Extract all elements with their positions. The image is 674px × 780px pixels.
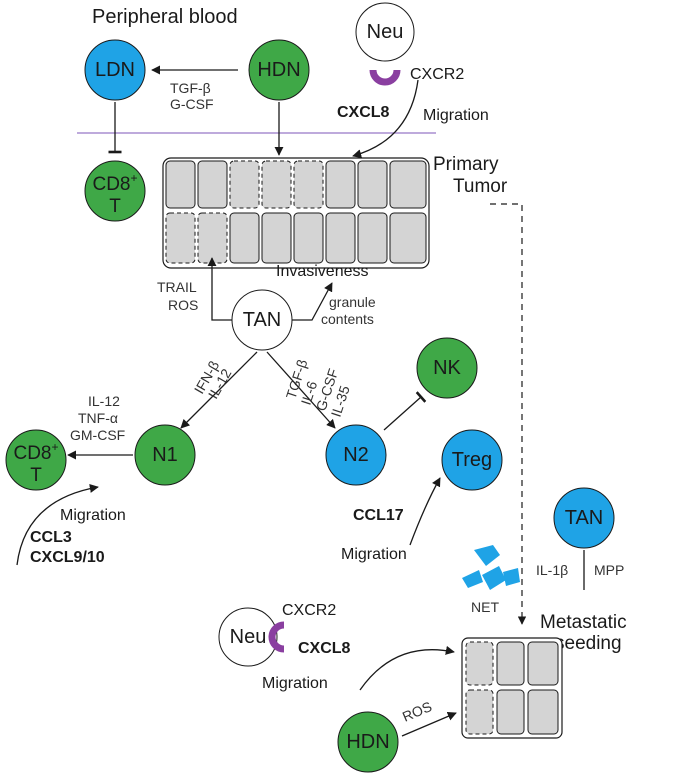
net-icon [462,545,520,590]
primary-tumor-cells [162,157,430,269]
migration-mid-arrow [409,477,441,546]
cd8-top-label: CD8+ [92,171,137,195]
cd8-mid-label: CD8+ [13,440,58,464]
mpp-label: MPP [594,562,624,578]
ros-bottom-label: ROS [400,698,434,725]
migration-mid-label: Migration [341,546,407,563]
migration-left-arrow [16,483,99,566]
trail-label: TRAIL [157,279,197,295]
granule-arrow [292,282,333,321]
hdn-bottom-label: HDN [346,731,389,753]
contents-label: contents [321,311,374,327]
g-csf-top-label: G-CSF [170,96,214,112]
hdn-cell-bottom: HDN [337,711,399,773]
il1b-label: IL-1β [536,562,568,578]
treg-label: Treg [452,449,492,471]
trail-ros-arrow [207,257,232,321]
cd8-top-t-label: T [109,196,121,217]
tumor-label: Tumor [453,176,508,197]
n1-cell: N1 [134,424,196,486]
seeding-label: seeding [555,633,622,654]
cxcr2-bottom-label: CXCR2 [282,602,336,619]
nk-cell: NK [416,337,478,399]
cxcr2-receptor-bottom-icon [268,621,285,653]
hdn-ros-arrow [401,712,457,737]
tnf-alpha-label: TNF-α [78,410,118,426]
treg-cell: Treg [441,429,503,491]
cxcr2-top-label: CXCR2 [410,66,464,83]
metastatic-tumor-cells [461,637,563,739]
neu-migration-arrow [352,79,419,159]
n1-label: N1 [152,444,178,466]
primary-label: Primary [433,154,499,175]
ldn-cell: LDN [84,39,146,101]
tan-to-n1-arrow [180,351,258,429]
migration-bottom-label: Migration [262,675,328,692]
n2-label: N2 [343,444,369,466]
cxcl9-10-label: CXCL9/10 [30,549,105,566]
cd8-mid-t-label: T [30,465,42,486]
granule-label: granule [329,294,376,310]
neu-top-label: Neu [367,21,404,43]
ccl3-label: CCL3 [30,529,72,546]
migration-top-label: Migration [423,107,489,124]
ros-mid-label: ROS [168,297,198,313]
migration-left-label: Migration [60,507,126,524]
hdn-cell-top: HDN [248,39,310,101]
neu-cell-top: Neu [355,2,415,62]
metastasis-dashed-arrow [490,203,527,625]
nk-label: NK [433,357,461,379]
il6-label: IL-6 [298,379,321,407]
hdn-top-label: HDN [257,59,300,81]
cd8-t-cell-mid: CD8+ T [5,429,67,491]
metastatic-label: Metastatic [540,612,627,633]
n2-inhibits-nk-line [383,391,427,431]
cxcl8-bottom-label: CXCL8 [298,640,351,657]
tan-center-label: TAN [243,309,282,331]
il12-label: IL-12 [88,393,120,409]
tan-right-label: TAN [565,507,604,529]
gm-csf-label: GM-CSF [70,427,125,443]
invasiveness-label: Invasiveness [276,263,369,280]
migration-bottom-arrow [359,645,455,691]
tan-cell-right: TAN [553,487,615,549]
tgf-beta-top-label: TGF-β [170,80,211,96]
cxcl8-top-label: CXCL8 [337,104,390,121]
cxcr2-receptor-top-icon [369,69,401,86]
cd8-t-cell-top: CD8+ T [84,160,146,222]
tan-cell-center: TAN [231,289,293,351]
n2-cell: N2 [325,424,387,486]
ccl17-label: CCL17 [353,507,404,524]
tan-to-n2-arrow [266,351,336,429]
neu-cell-bottom: Neu [218,607,278,667]
ldn-label: LDN [95,59,135,81]
neu-bottom-label: Neu [230,626,267,648]
net-label: NET [471,599,499,615]
peripheral-blood-title: Peripheral blood [92,6,238,28]
